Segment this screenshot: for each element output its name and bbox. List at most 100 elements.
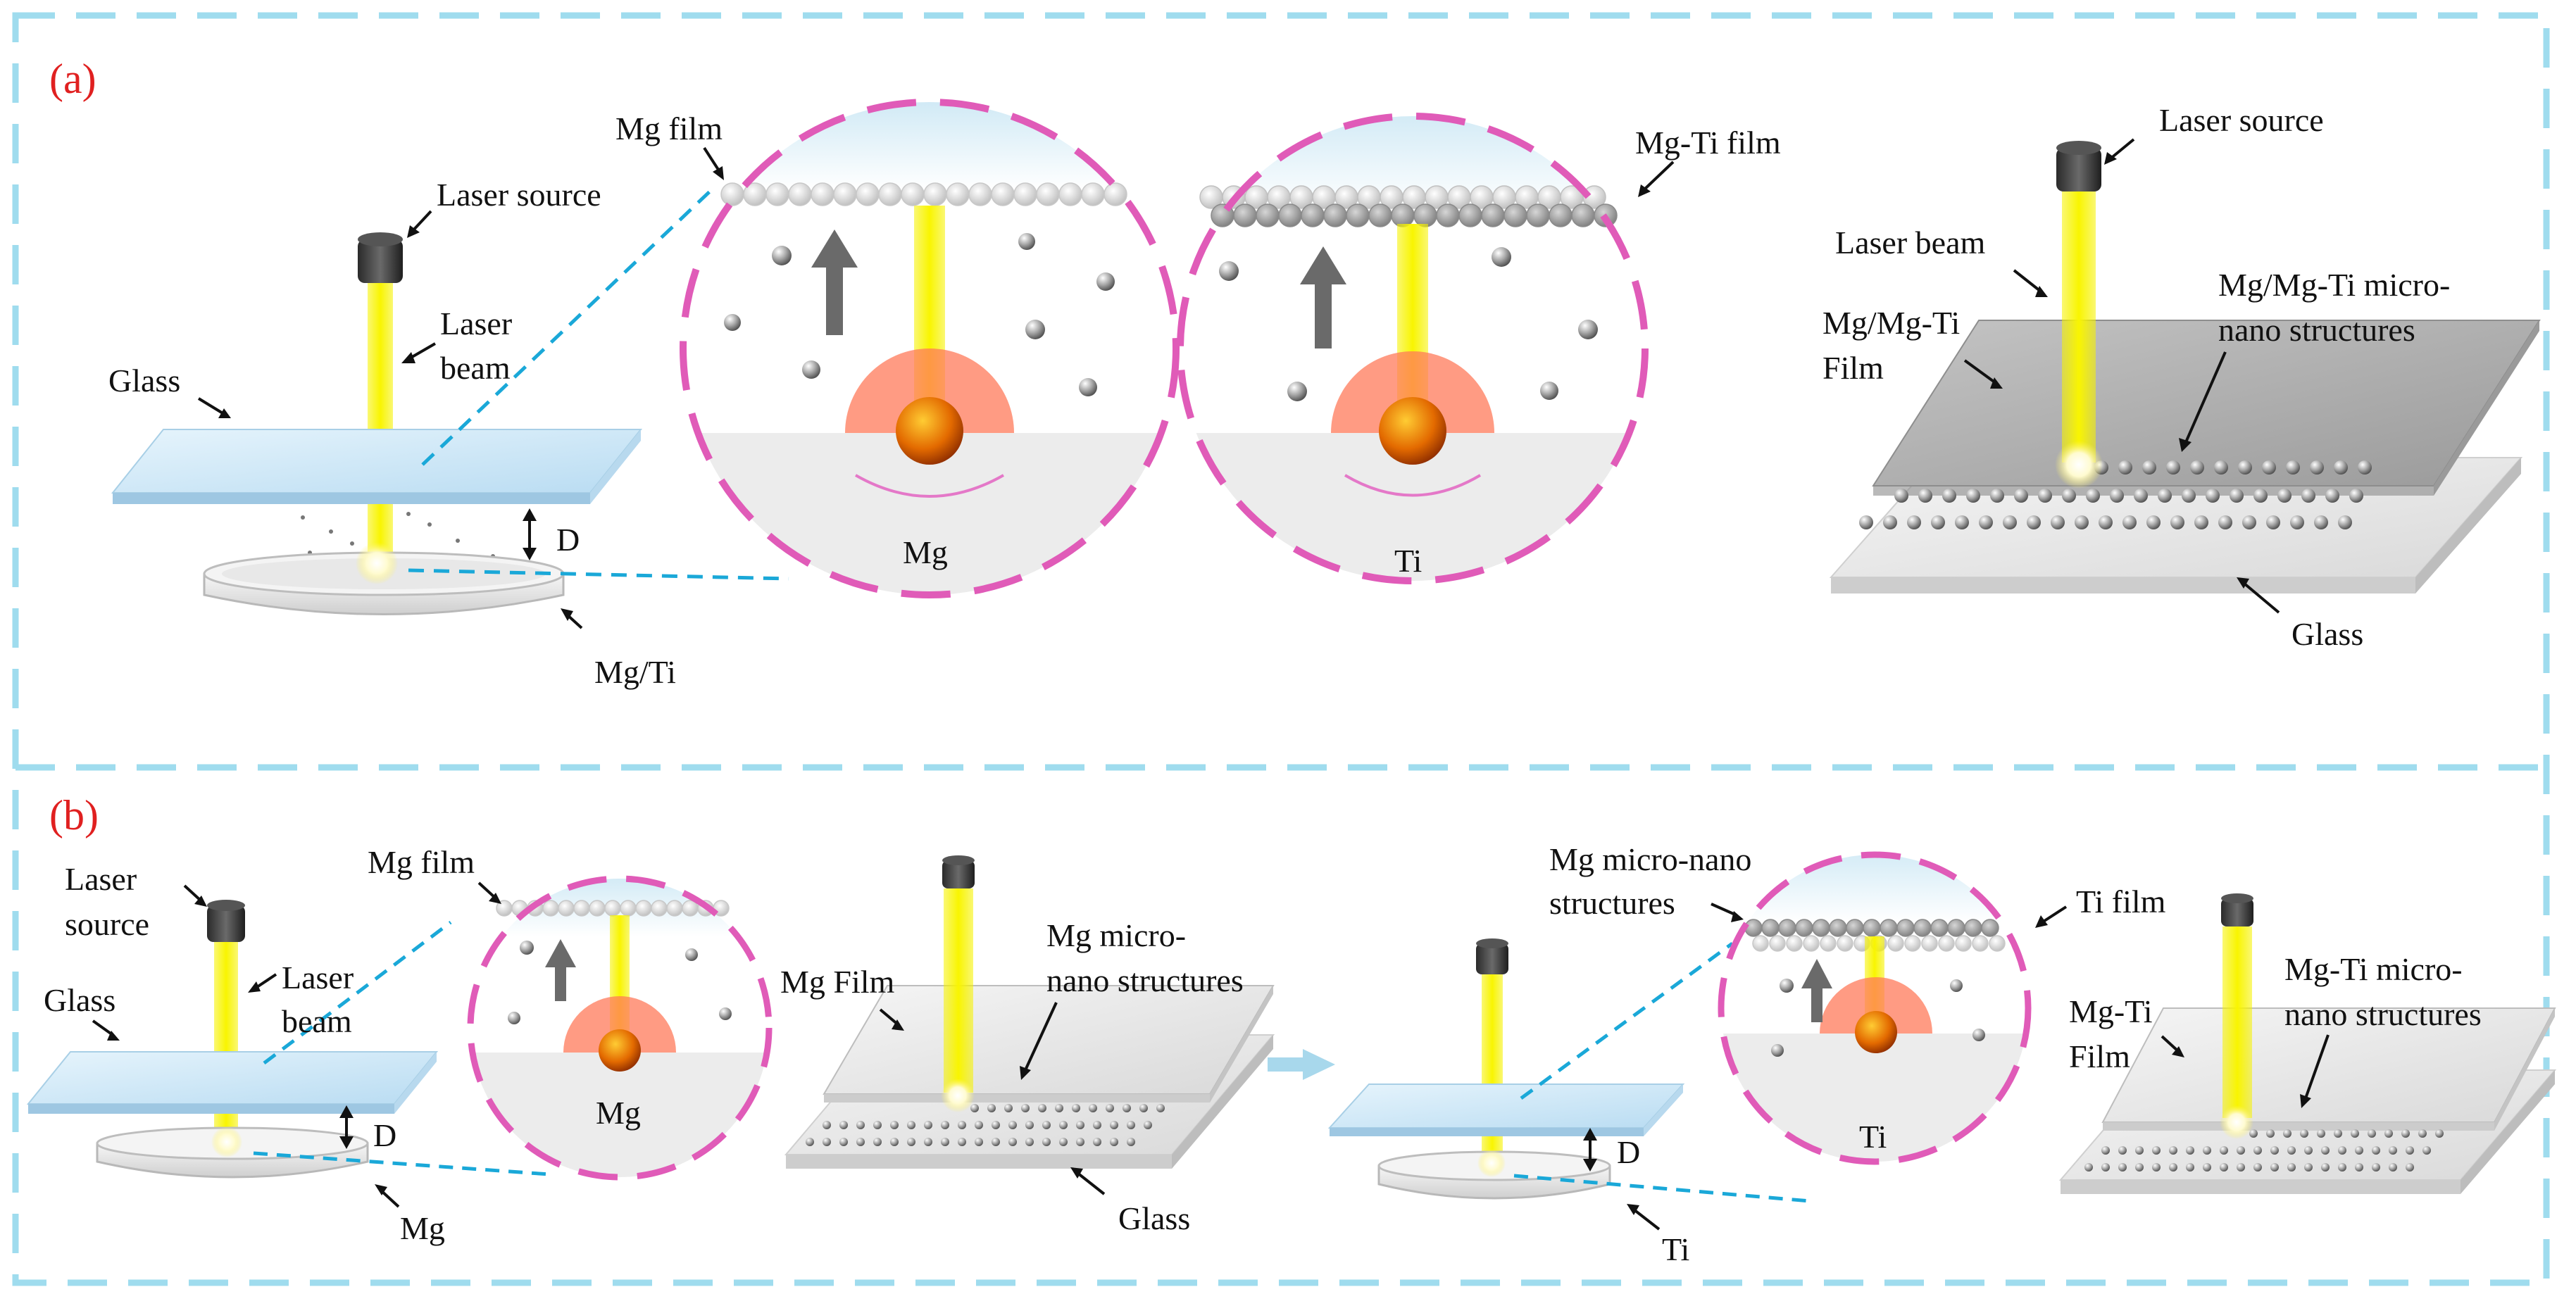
nanostructure-dot — [1089, 1104, 1097, 1112]
mgti-micro-nano-structures — [2084, 1129, 2444, 1171]
label-gap-d-b2: D — [1617, 1134, 1640, 1170]
glass-slide — [111, 429, 643, 504]
nanostructure-dot — [1093, 1121, 1101, 1129]
nanostructure-dot — [1110, 1138, 1118, 1146]
particle — [788, 182, 812, 206]
label-laser-beam-1: Laser — [440, 306, 512, 341]
nanostructure-dot — [2214, 460, 2228, 475]
particle — [1880, 919, 1898, 937]
particle — [1582, 185, 1606, 209]
nanostructure-dot — [856, 1138, 865, 1146]
panel-a-setup: Laser source Laser beam Glass D Mg/Ti — [108, 177, 789, 690]
particle — [1964, 919, 1982, 937]
particle — [946, 182, 970, 206]
panel-b-tag: (b) — [49, 792, 99, 838]
particle — [1301, 203, 1325, 227]
particle — [1278, 203, 1302, 227]
nanostructure-dot — [1025, 1121, 1034, 1129]
nanostructure-dot — [1859, 515, 1873, 529]
particle — [558, 900, 575, 917]
nanostructure-dot — [806, 1138, 814, 1146]
nanostructure-dot — [2325, 489, 2339, 503]
nanostructure-dot — [2142, 460, 2156, 475]
particle — [1058, 182, 1082, 206]
nanostructure-dot — [2135, 1163, 2144, 1171]
spark-icon — [2220, 1105, 2253, 1139]
nanostructure-dot — [2135, 1146, 2144, 1155]
nanostructure-dot — [2290, 515, 2304, 529]
particle — [1346, 203, 1370, 227]
particle — [1863, 919, 1881, 937]
nanostructure-dot — [2099, 515, 2113, 529]
nanostructure-dot — [2317, 1129, 2325, 1138]
particle — [589, 900, 606, 917]
panel-a-tag: (a) — [49, 56, 96, 102]
nanostructure-dot — [1093, 1138, 1101, 1146]
nanostructure-dot — [2300, 1129, 2308, 1138]
particle — [1938, 935, 1955, 952]
label-micro-1: Mg/Mg-Ti micro- — [2218, 267, 2450, 303]
nanostructure-dot — [2169, 1163, 2177, 1171]
nanostructure-dot — [1127, 1138, 1135, 1146]
label-gap-d-b1: D — [373, 1117, 396, 1153]
nanostructure-dot — [941, 1121, 949, 1129]
nanostructure-dot — [2146, 515, 2161, 529]
panel-b-setup-ti: D Ti — [1327, 938, 1811, 1267]
particle — [811, 182, 834, 206]
label-mgti-film-b1: Mg-Ti — [2069, 993, 2152, 1029]
particle — [1829, 919, 1847, 937]
nanostructure-dot — [2418, 1129, 2427, 1138]
particle — [833, 182, 857, 206]
nanostructure-dot — [924, 1121, 932, 1129]
label-laser-beam-b1: Laser — [282, 960, 354, 995]
nanostructure-dot — [1076, 1138, 1084, 1146]
particle — [620, 900, 637, 917]
nanostructure-dot — [2321, 1146, 2330, 1155]
nanostructure-dot — [1966, 489, 1980, 503]
label-laser-source: Laser source — [437, 177, 601, 213]
nanostructure-dot — [2203, 1146, 2211, 1155]
nanostructure-dot — [2253, 1163, 2262, 1171]
nanostructure-dot — [2338, 1146, 2346, 1155]
label-mg-micro-b2: nano structures — [1046, 962, 1244, 998]
label-glass: Glass — [108, 363, 180, 398]
nanostructure-dot — [2406, 1146, 2414, 1155]
nanostructure-dot — [924, 1138, 932, 1146]
nanostructure-dot — [2110, 489, 2124, 503]
nanostructure-dot — [1055, 1104, 1063, 1112]
label-gap-d: D — [556, 522, 580, 558]
particle — [1812, 919, 1830, 937]
nanostructure-dot — [2304, 1163, 2313, 1171]
particle — [651, 900, 668, 917]
nanostructure-dot — [1059, 1138, 1068, 1146]
particle — [1458, 203, 1482, 227]
panel-b-result-mgti: Mg-Ti Film Mg-Ti micro- nano structures — [2058, 893, 2557, 1194]
particle — [1323, 203, 1347, 227]
particle — [604, 900, 621, 917]
particle — [666, 900, 683, 917]
nanostructure-dot — [2287, 1163, 2296, 1171]
particle — [1972, 935, 1989, 952]
nanostructure-dot — [2182, 489, 2196, 503]
nanostructure-dot — [2190, 460, 2204, 475]
nanostructure-dot — [2406, 1163, 2414, 1171]
zoom-leader-bottom — [408, 568, 789, 581]
process-step-arrow-icon — [1268, 1049, 1335, 1080]
particle — [1413, 203, 1437, 227]
particle — [1368, 203, 1392, 227]
zoom-b-mg-plume: Mg — [467, 875, 773, 1181]
nanostructure-dot — [2062, 489, 2076, 503]
laser-head-icon — [1476, 938, 1508, 974]
nanostructure-dot — [2314, 515, 2328, 529]
plume-particles — [301, 512, 495, 558]
nanostructure-dot — [2134, 489, 2148, 503]
laser-head-icon — [2221, 893, 2253, 926]
nanostructure-dot — [1004, 1104, 1013, 1112]
particle — [1887, 935, 1904, 952]
nanostructure-dot — [1918, 489, 1932, 503]
particle — [1103, 182, 1127, 206]
nanostructure-dot — [2321, 1163, 2330, 1171]
nanostructure-dot — [2368, 1129, 2376, 1138]
nanostructure-dot — [1042, 1121, 1051, 1129]
label-mg-film-b: Mg film — [368, 844, 475, 880]
